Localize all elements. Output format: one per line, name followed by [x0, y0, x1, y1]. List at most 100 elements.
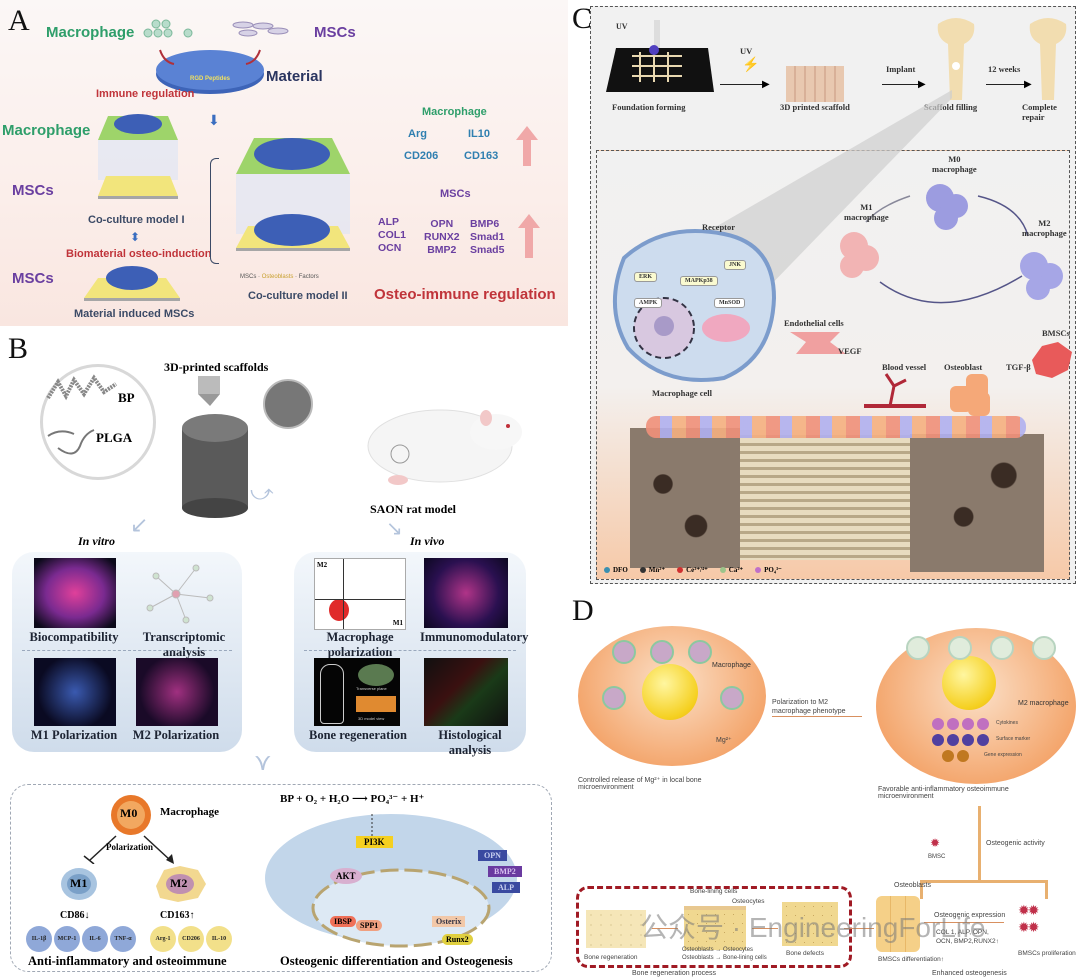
top-macrophage-label: Macrophage — [46, 24, 135, 41]
legend-label: DFO — [613, 566, 628, 574]
biocompatibility-label: Biocompatibility — [29, 630, 119, 644]
mg-particle — [642, 664, 698, 720]
macrophage-label: Macrophage — [160, 806, 220, 818]
vegf-label: VEGF — [838, 346, 862, 356]
marker: Smad1 — [470, 231, 505, 243]
gene-expression-label: Gene expression — [984, 752, 1022, 758]
double-arrow-icon: ⬍ — [130, 230, 141, 244]
cytokine-badge: MCP-1 — [54, 926, 80, 952]
right-caption: Favorable anti-inflammatory osteoimmune … — [878, 786, 1009, 800]
bmsc-icon: ✹ — [930, 836, 941, 850]
mg-particle — [942, 656, 996, 710]
anti-inflammatory-label: Anti-inflammatory and osteoimmune — [28, 954, 227, 968]
m2-macrophage-row — [906, 636, 1056, 660]
flow-cytometry-plot: M2 M1 — [314, 558, 406, 630]
marker: OCN — [378, 242, 402, 254]
m1-cell — [61, 868, 97, 900]
coculture-model-2-illustration — [236, 138, 350, 251]
in-vivo-box: M2 M1 Macrophage polarization Immunomodu… — [294, 552, 529, 757]
m1-macrophage-label: M1 macrophage — [844, 202, 889, 222]
osteocytes-label: Osteocytes — [732, 898, 765, 905]
cytokine-badge: IL-6 — [82, 926, 108, 952]
legend-item: Ce³⁺/⁴⁺ — [677, 566, 708, 574]
mscs-markers-col-1: ALP COL1 OCN — [378, 216, 406, 255]
blood-vessel-label: Blood vessel — [882, 362, 927, 372]
merge-arrow-icon: ⋎ — [254, 749, 272, 776]
in-vivo-label: In vivo — [410, 534, 445, 548]
porous-bone-left — [630, 428, 740, 568]
bone-regeneration-label: Bone regeneration — [584, 954, 638, 961]
surface-marker-label: Surface marker — [996, 736, 1031, 742]
m2-cytokines: Arg-1 CD206 IL-10 — [150, 926, 232, 952]
up-arrow-icon — [516, 126, 538, 166]
marker: Smad5 — [470, 244, 505, 256]
macrophage-cell-illustration — [613, 229, 777, 382]
top-mscs-label: MSCs — [314, 24, 356, 41]
flow-m2-label: M2 — [317, 561, 328, 569]
m1-cytokines: IL-1β MCP-1 IL-6 TNF-α — [26, 926, 136, 952]
bone-regeneration-label: Bone regeneration — [308, 728, 408, 742]
in-vitro-label: In vitro — [78, 534, 116, 548]
alp-marker: ALP — [492, 882, 520, 893]
immune-regulation-label: Immune regulation — [96, 88, 195, 100]
cytokine-badge: IL-10 — [206, 926, 232, 952]
surface-marker-spheres — [932, 734, 989, 746]
flow-cluster — [329, 599, 349, 621]
in-vitro-box: Biocompatibility Transcriptomic analysis… — [12, 552, 242, 752]
3d-model-label: 3D model view — [358, 716, 385, 721]
step-complete-repair: Complete repair — [1022, 102, 1057, 122]
coculture-model-1-illustration — [98, 114, 178, 199]
bmscs-label: BMSCs — [1042, 328, 1070, 338]
m0-cell — [111, 795, 151, 835]
blood-vessel — [864, 373, 926, 408]
mechanism-box — [10, 784, 552, 972]
step-scaffold-filling: Scaffold filling — [924, 102, 978, 112]
runx2-node: Runx2 — [442, 934, 473, 945]
curved-arrow-icon: ↘ — [386, 518, 403, 540]
arrow-head-icon: ▶ — [918, 79, 926, 90]
kinase-mnsod: MnSOD — [714, 298, 746, 308]
scaffold-cylinder — [182, 376, 313, 518]
osteoblast-cluster — [876, 896, 920, 952]
material-label: Material — [266, 68, 323, 85]
marker-cd163: CD163 — [464, 150, 499, 162]
panel-a-letter: A — [8, 4, 30, 37]
immunomodulatory-label: Immunomodulatory — [420, 630, 529, 644]
panel-c-letter: C — [572, 2, 593, 35]
panel-b: B 3D-printed scaffolds BP PLGA SAON rat … — [0, 330, 570, 974]
m2-cell — [156, 866, 206, 902]
mscs-markers-col-3: BMP6 Smad1 Smad5 — [470, 218, 504, 257]
panel-d-letter: D — [572, 594, 594, 627]
flow-m1-label: M1 — [392, 619, 403, 627]
left-macrophage-label: Macrophage — [2, 122, 91, 139]
biocompatibility-image — [34, 558, 116, 628]
down-arrow-icon: ⬇ — [208, 112, 220, 128]
up-arrow-icon — [518, 214, 540, 258]
coculture-legend: MSCs · Osteoblasts · Factors — [240, 274, 319, 280]
watermark: 公众号 · EngineeringForLife — [640, 912, 986, 943]
left-caption: Controlled release of Mg²⁺ in local bone… — [578, 777, 702, 791]
expression-arrow — [924, 922, 1004, 923]
osteoblasts-label: Osteoblasts — [894, 882, 931, 889]
bone-scaffold-filling — [937, 18, 975, 100]
macrophage-cell-label: Macrophage cell — [652, 388, 713, 398]
arrow — [844, 928, 874, 929]
panel-d: Macrophage Mg²⁺ Controlled release of Mg… — [572, 616, 1080, 977]
polarization-label: Polarization — [106, 842, 153, 852]
legend-mscs: MSCs — [240, 274, 257, 280]
tgf-label: TGF-β — [1006, 362, 1031, 372]
legend-swatch — [604, 567, 610, 573]
3d-printed-scaffold-image — [786, 66, 844, 102]
femur-outline — [320, 664, 344, 724]
legend-item: PO₄³⁻ — [755, 566, 782, 574]
coculture-model-2-label: Co-culture model II — [248, 290, 348, 302]
marker: COL1 — [378, 229, 407, 241]
cell-cluster-icon — [143, 19, 289, 38]
3d-model — [356, 696, 396, 712]
bone-defects-image — [782, 902, 838, 946]
bmsc-cell — [1032, 342, 1072, 378]
legend-swatch — [755, 567, 762, 573]
left-mscs-label-1: MSCs — [12, 182, 54, 199]
rgd-peptides-label: RGD Peptides — [190, 76, 231, 82]
osterix-node: Osterix — [432, 916, 466, 927]
